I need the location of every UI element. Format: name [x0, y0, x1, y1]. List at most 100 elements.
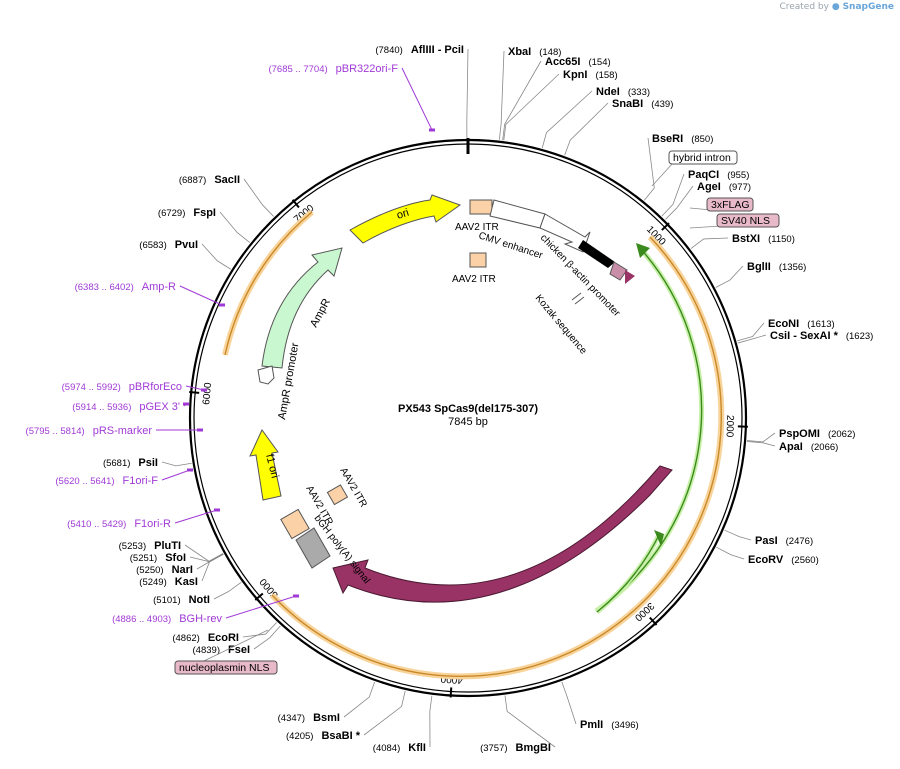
primer-leader-line: [402, 68, 432, 130]
restriction-site-label[interactable]: (6887)SacII: [179, 174, 240, 186]
site-position: (333): [628, 87, 650, 98]
primer-leader-line: [180, 286, 222, 305]
primer-label[interactable]: (5795 .. 5814)pRS-marker: [26, 425, 153, 437]
restriction-site-label[interactable]: (6729)FspI: [158, 207, 216, 219]
primer-label[interactable]: (5974 .. 5992) pBRforEco: [62, 381, 182, 393]
site-name: PmlI: [580, 719, 603, 731]
restriction-site-label[interactable]: BseRI(850): [652, 133, 713, 145]
restriction-site-label[interactable]: KpnI(158): [563, 69, 618, 81]
site-name: BstXI: [732, 233, 760, 245]
site-position: (5253): [119, 541, 146, 552]
site-position: (1356): [779, 262, 806, 273]
site-leader-line: [503, 61, 541, 140]
site-leader-line: [542, 91, 592, 148]
primer-range: (4886 .. 4903): [112, 614, 171, 625]
restriction-site-label[interactable]: (4205)BsaBI *: [286, 730, 361, 742]
primer-label[interactable]: (6383 .. 6402)Amp-R: [75, 281, 176, 293]
site-position: (5251): [130, 553, 157, 564]
primer-range: (5620 .. 5641): [55, 476, 114, 487]
restriction-site-label[interactable]: PspOMI(2062): [779, 428, 855, 440]
site-position: (158): [595, 70, 617, 81]
primer-range: (5974 .. 5992): [62, 382, 121, 393]
primer-label[interactable]: (5620 .. 5641) F1ori-F: [55, 475, 158, 487]
site-name: BsmI: [313, 712, 340, 724]
primer-label[interactable]: (4886 .. 4903) BGH-rev: [112, 613, 222, 625]
kozak-mark-2: [575, 297, 584, 304]
primer-name: pRS-marker: [93, 425, 153, 437]
restriction-site-label[interactable]: (3757)BmgBI: [480, 742, 551, 754]
primer-label[interactable]: (7685 .. 7704)pBR322ori-F: [268, 63, 398, 75]
primer-label[interactable]: (5410 .. 5429)F1ori-R: [67, 518, 171, 530]
primer-mark: [197, 429, 203, 432]
site-name: AflIII - PciI: [411, 44, 464, 56]
site-name: SfoI: [165, 552, 186, 564]
site-position: (6583): [139, 240, 166, 251]
site-position: (4839): [193, 645, 220, 656]
site-name: CsiI - SexAI *: [770, 330, 839, 342]
site-name: NdeI: [596, 86, 620, 98]
tick-mark: [662, 223, 669, 230]
site-position: (7840): [375, 45, 402, 56]
restriction-site-label[interactable]: (5249)KasI: [139, 576, 198, 588]
primer-range: (7685 .. 7704): [268, 64, 327, 75]
site-leader-line: [562, 682, 576, 724]
restriction-site-label[interactable]: CsiI - SexAI *(1623): [770, 330, 873, 342]
snapgene-logo-icon: ●: [832, 2, 840, 12]
primer-label[interactable]: (5914 .. 5936)pGEX 3': [72, 401, 180, 413]
site-leader-line: [662, 174, 684, 216]
boxed-feature-leader: [690, 226, 721, 228]
ampr-promoter-feature: [258, 366, 274, 384]
restriction-site-label[interactable]: (4347) BsmI: [278, 712, 340, 724]
site-position: (4862): [172, 633, 199, 644]
site-name: PasI: [755, 535, 778, 547]
restriction-site-label[interactable]: AgeI(977): [697, 181, 751, 193]
site-leader-line: [202, 244, 231, 269]
restriction-site-label[interactable]: NdeI (333): [596, 86, 650, 98]
restriction-site-label[interactable]: (4862)EcoRI: [172, 632, 239, 644]
primer-name: pBRforEco: [129, 381, 182, 393]
primer-name: BGH-rev: [179, 613, 222, 625]
restriction-site-label[interactable]: PasI(2476): [755, 535, 813, 547]
primer-mark: [219, 304, 225, 307]
restriction-site-label[interactable]: SnaBI(439): [612, 98, 673, 110]
restriction-site-label[interactable]: EcoNI(1613): [768, 318, 835, 330]
site-leader-line: [644, 138, 654, 200]
restriction-site-label[interactable]: (5251) SfoI: [130, 552, 186, 564]
site-position: (1150): [768, 234, 795, 245]
restriction-site-label[interactable]: BstXI (1150): [732, 233, 795, 245]
primer-range: (5914 .. 5936): [72, 402, 131, 413]
primer-mark: [214, 509, 220, 512]
restriction-site-label[interactable]: BglII (1356): [747, 261, 806, 273]
primer-mark: [187, 469, 193, 472]
restriction-site-label[interactable]: (5101)NotI: [153, 594, 210, 606]
restriction-site-label[interactable]: EcoRV(2560): [748, 554, 819, 566]
boxed-feature-label[interactable]: hybrid intron: [673, 152, 731, 164]
restriction-site-label[interactable]: ApaI(2066): [779, 441, 838, 453]
site-name: BglII: [747, 261, 771, 273]
site-leader-line: [364, 691, 405, 735]
site-leader-line: [243, 622, 277, 637]
restriction-site-label[interactable]: (7840) AflIII - PciI: [375, 44, 464, 56]
primer-name: F1ori-F: [123, 475, 159, 487]
restriction-site-label[interactable]: (5253)PluTI: [119, 540, 181, 552]
boxed-feature-label[interactable]: 3xFLAG: [711, 199, 750, 211]
restriction-site-label[interactable]: PmlI(3496): [580, 719, 639, 731]
boxed-feature-label[interactable]: SV40 NLS: [721, 215, 770, 227]
site-leader-line: [716, 547, 744, 559]
restriction-site-label[interactable]: PaqCI(955): [688, 169, 749, 181]
boxed-feature-label[interactable]: nucleoplasmin NLS: [179, 662, 269, 674]
site-position: (4347): [278, 713, 305, 724]
site-name: ApaI: [779, 441, 803, 453]
site-name: Acc65I: [545, 56, 580, 68]
primer-mark: [429, 129, 435, 132]
restriction-site-label[interactable]: (5681)PsiI: [103, 457, 158, 469]
site-position: (4084): [373, 743, 400, 754]
hybrid-intron-feature: [578, 240, 615, 268]
restriction-site-label[interactable]: (6583)PvuI: [139, 239, 198, 251]
restriction-site-label[interactable]: (4839)FseI: [193, 644, 250, 656]
site-name: BsaBI *: [321, 730, 360, 742]
site-leader-line: [467, 49, 468, 138]
restriction-site-label[interactable]: Acc65I(154): [545, 56, 611, 68]
restriction-site-label[interactable]: (5250)NarI: [136, 564, 193, 576]
restriction-site-label[interactable]: (4084)KflI: [373, 742, 426, 754]
